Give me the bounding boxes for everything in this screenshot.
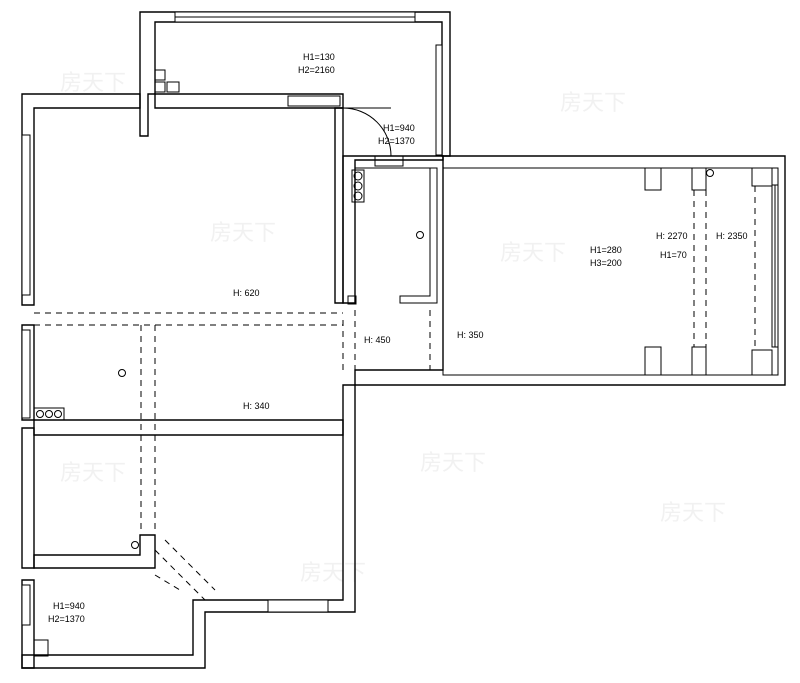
svg-text:房天下: 房天下 bbox=[660, 500, 726, 525]
label-corridor: H: 350 bbox=[457, 330, 484, 340]
svg-text:房天下: 房天下 bbox=[500, 240, 566, 265]
window-left-top bbox=[21, 134, 31, 296]
label-balcony-h1: H1=130 bbox=[303, 52, 335, 62]
label-inner-h1: H1=70 bbox=[660, 250, 687, 260]
label-right-h3: H3=200 bbox=[590, 258, 622, 268]
window-top-room bbox=[287, 95, 341, 107]
label-room-bottom-left: H: 340 bbox=[243, 401, 270, 411]
svg-text:房天下: 房天下 bbox=[210, 220, 276, 245]
watermark-group: 房天下 房天下 房天下 房天下 房天下 房天下 房天下 房天下 bbox=[60, 70, 726, 585]
label-hall: H: 450 bbox=[364, 335, 391, 345]
fixtures bbox=[33, 169, 714, 657]
window-balcony-right bbox=[435, 44, 443, 156]
svg-text:房天下: 房天下 bbox=[560, 90, 626, 115]
labels: H1=130 H2=2160 H1=940 H2=1370 H: 620 H: … bbox=[48, 52, 748, 624]
dashed-lines bbox=[34, 186, 756, 601]
stove-fixture bbox=[351, 169, 365, 203]
sink-fixture bbox=[33, 407, 65, 421]
door-frame-top bbox=[374, 155, 404, 167]
door-swing bbox=[342, 107, 392, 157]
outer-walls bbox=[21, 93, 786, 669]
label-far-h: H: 2350 bbox=[716, 231, 748, 241]
window-left-bottom bbox=[21, 584, 31, 626]
svg-text:房天下: 房天下 bbox=[60, 70, 126, 95]
label-inner-h: H: 2270 bbox=[656, 231, 688, 241]
label-right-h1: H1=280 bbox=[590, 245, 622, 255]
label-bath-h1: H1=940 bbox=[53, 601, 85, 611]
label-room-large: H: 620 bbox=[233, 288, 260, 298]
label-door-h1: H1=940 bbox=[383, 123, 415, 133]
label-balcony-h2: H2=2160 bbox=[298, 65, 335, 75]
svg-text:房天下: 房天下 bbox=[300, 560, 366, 585]
svg-text:房天下: 房天下 bbox=[60, 460, 126, 485]
svg-text:房天下: 房天下 bbox=[420, 450, 486, 475]
top-balcony bbox=[139, 11, 451, 157]
toilet-fixture bbox=[33, 639, 49, 657]
label-bath-h2: H2=1370 bbox=[48, 614, 85, 624]
window-bottom-room bbox=[267, 599, 329, 613]
window-left-mid bbox=[21, 329, 31, 419]
label-door-h2: H2=1370 bbox=[378, 136, 415, 146]
